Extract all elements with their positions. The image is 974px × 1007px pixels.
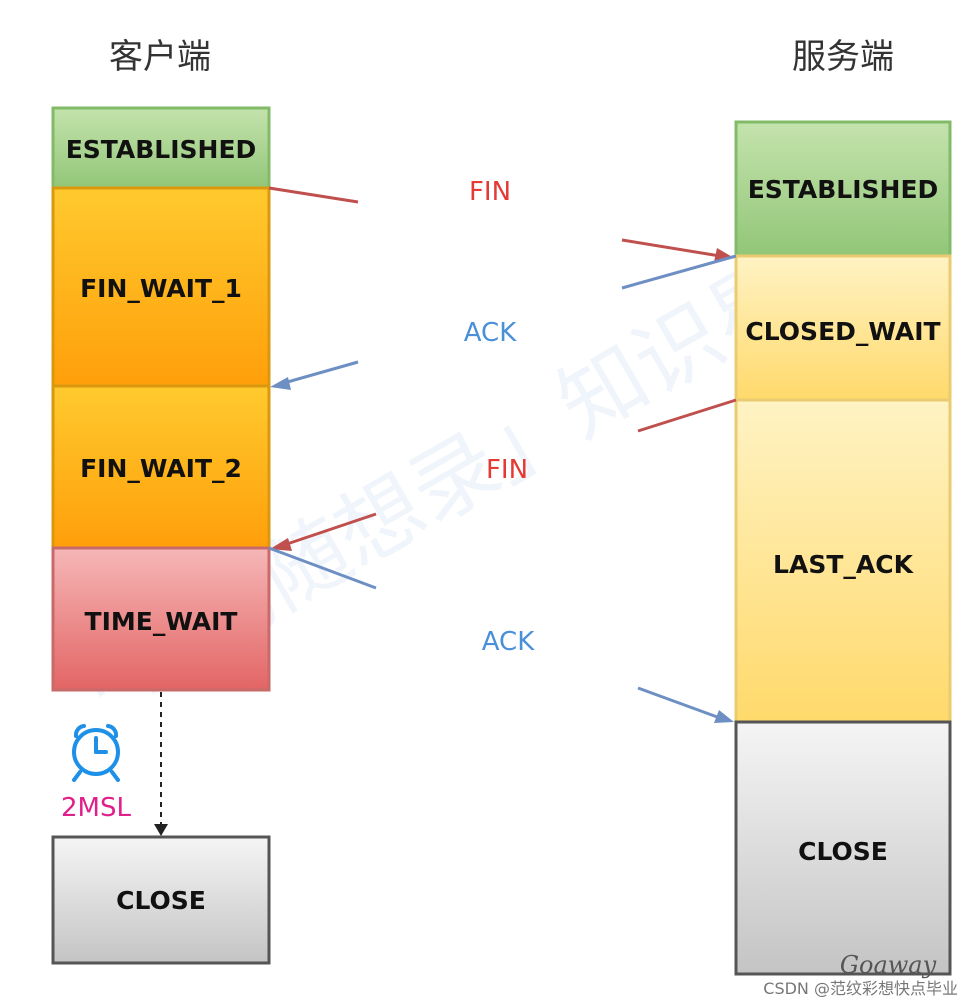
alarm-clock-icon — [72, 724, 120, 782]
client-state-fin-wait-2-label: FIN_WAIT_2 — [80, 454, 242, 483]
client-header: 客户端 — [109, 37, 211, 77]
message-fin-2-label: FIN — [486, 455, 528, 485]
server-state-close-label: CLOSE — [798, 837, 888, 866]
client-state-established — [51, 106, 271, 190]
message-ack-2-arrow — [268, 546, 734, 723]
server-header: 服务端 — [792, 37, 894, 77]
source-credit: CSDN @范纹彩想快点毕业 — [763, 979, 958, 998]
client-state-fin-wait-1 — [51, 186, 271, 388]
time-wait-arrow-head — [154, 824, 168, 836]
server-state-last-ack-label: LAST_ACK — [773, 550, 915, 579]
server-state-closed-wait-label: CLOSED_WAIT — [745, 317, 940, 346]
client-state-established-label: ESTABLISHED — [66, 135, 257, 164]
message-ack-1-label: ACK — [464, 318, 517, 348]
client-state-column: ESTABLISHED FIN_WAIT_1 FIN_WAIT_2 TIME_W… — [51, 106, 271, 965]
server-state-established — [734, 120, 952, 258]
client-state-fin-wait-1-label: FIN_WAIT_1 — [80, 274, 242, 303]
server-state-established-label: ESTABLISHED — [748, 175, 939, 204]
server-state-column: ESTABLISHED CLOSED_WAIT LAST_ACK CLOSE — [734, 120, 952, 976]
message-ack-1-arrow — [270, 254, 737, 390]
server-state-last-ack — [734, 398, 952, 724]
client-state-time-wait — [51, 546, 271, 692]
message-fin-2-arrow — [270, 398, 737, 551]
message-ack-2-label: ACK — [482, 627, 535, 657]
client-state-close — [51, 835, 271, 965]
message-fin-1-label: FIN — [469, 177, 511, 207]
client-state-time-wait-label: TIME_WAIT — [85, 607, 238, 636]
server-state-close — [734, 720, 952, 976]
timer-2msl-label: 2MSL — [61, 793, 131, 823]
author-signature: Goaway — [840, 951, 937, 979]
client-state-close-label: CLOSE — [116, 886, 206, 915]
